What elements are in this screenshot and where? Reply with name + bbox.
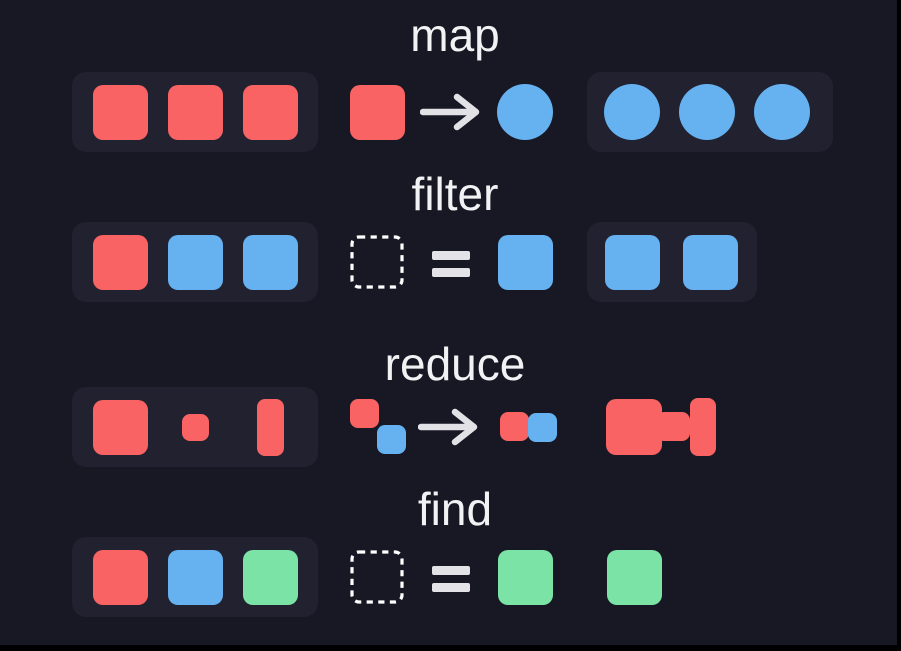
row-title-reduce: reduce <box>384 338 526 390</box>
red-square-small <box>182 413 209 441</box>
equals-icon <box>432 250 470 277</box>
reduce-operand-b <box>377 425 406 454</box>
blue-mini <box>528 413 557 442</box>
map-output-array <box>587 72 857 152</box>
reduce-combined-b <box>528 413 557 442</box>
blue-square <box>683 234 738 290</box>
map-input-array <box>72 72 318 152</box>
red-square <box>93 84 148 140</box>
blue-square <box>168 549 223 605</box>
filter-match-shape <box>498 234 553 290</box>
row-find <box>0 537 897 617</box>
red-square <box>168 84 223 140</box>
red-square <box>93 234 148 290</box>
green-square <box>498 549 553 605</box>
reduce-pair-input <box>350 399 406 455</box>
blue-square <box>605 234 660 290</box>
arrow-right-icon <box>420 93 480 131</box>
row-filter <box>0 222 897 302</box>
reduce-operand-a <box>350 399 379 428</box>
find-operation <box>350 537 575 617</box>
red-rect-tall <box>257 398 284 456</box>
reduce-output-value <box>587 387 857 467</box>
reduce-pair-combined <box>500 412 557 442</box>
array-panel <box>587 72 833 152</box>
red-square <box>93 399 148 455</box>
reduce-combined-a <box>500 412 529 441</box>
blue-square <box>168 234 223 290</box>
reduce-input-array <box>72 387 318 467</box>
blue-circle <box>679 84 735 140</box>
equals-icon <box>432 565 470 592</box>
find-input-array <box>72 537 318 617</box>
red-db-tall <box>690 398 716 456</box>
array-panel <box>72 387 318 467</box>
reduce-operation <box>350 387 575 467</box>
array-panel <box>72 72 318 152</box>
row-title-filter: filter <box>411 168 499 220</box>
blue-mini <box>377 425 406 454</box>
item-slot <box>168 387 223 467</box>
map-operation <box>350 72 575 152</box>
red-square <box>243 84 298 140</box>
red-square <box>93 549 148 605</box>
red-mini <box>500 412 529 441</box>
blue-circle <box>497 84 553 140</box>
green-square <box>243 549 298 605</box>
map-from-shape <box>350 84 405 140</box>
row-reduce <box>0 387 897 467</box>
arrow-right-icon <box>418 408 478 446</box>
map-to-shape <box>497 84 553 140</box>
blue-circle <box>604 84 660 140</box>
green-square <box>607 549 662 605</box>
row-map <box>0 72 897 152</box>
any-item-placeholder-icon <box>350 550 404 604</box>
item-slot <box>93 387 148 467</box>
red-db-mid <box>656 412 690 441</box>
item-slot <box>243 387 298 467</box>
array-panel <box>587 222 757 302</box>
find-match-shape <box>498 549 553 605</box>
red-square <box>350 84 405 140</box>
find-output-value <box>587 537 857 617</box>
red-mini <box>350 399 379 428</box>
filter-input-array <box>72 222 318 302</box>
filter-operation <box>350 222 575 302</box>
blue-square <box>498 234 553 290</box>
array-panel <box>72 222 318 302</box>
row-title-find: find <box>417 483 493 535</box>
red-db-big <box>606 399 662 455</box>
red-dumbbell <box>606 398 716 456</box>
filter-output-array <box>587 222 857 302</box>
blue-circle <box>754 84 810 140</box>
array-panel <box>72 537 318 617</box>
row-title-map: map <box>410 9 500 61</box>
any-item-placeholder-icon <box>350 235 404 289</box>
blue-square <box>243 234 298 290</box>
